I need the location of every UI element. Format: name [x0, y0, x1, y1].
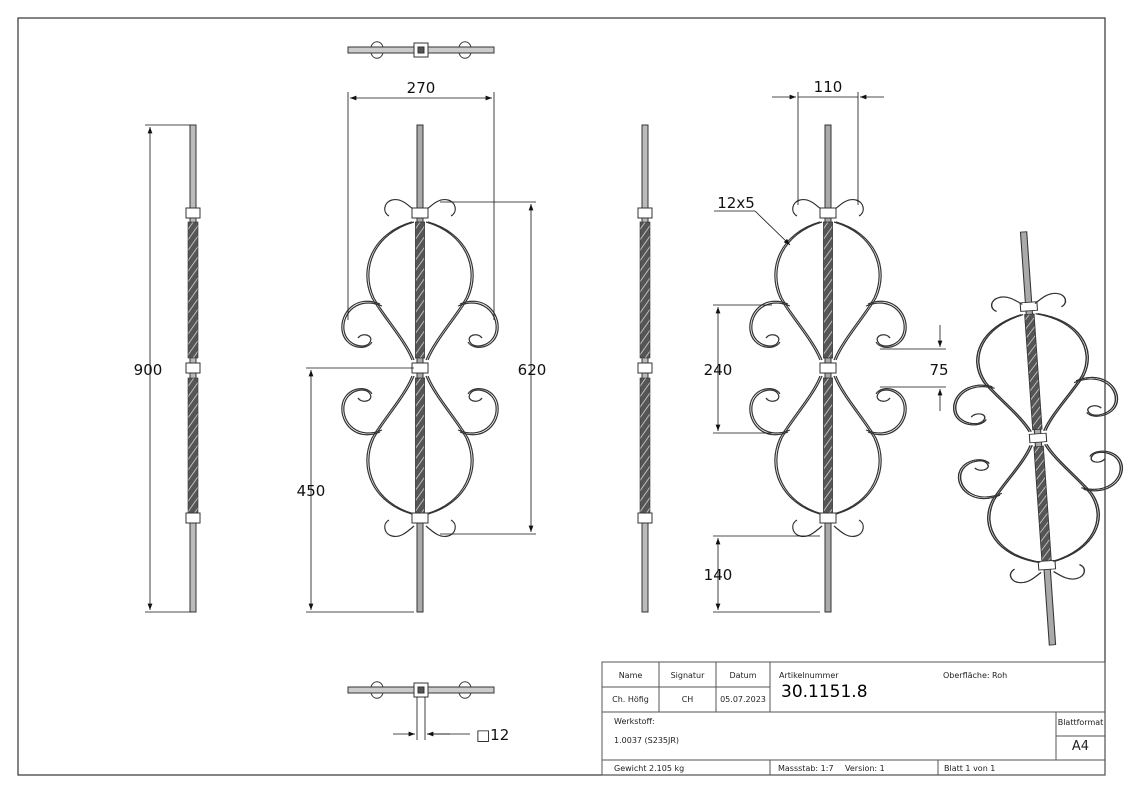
- drafter-signature: CH: [681, 695, 694, 704]
- dim-bottom-offset: 140: [704, 566, 733, 584]
- front-view-detail: [750, 125, 906, 612]
- dim-overall-height: 900: [134, 361, 163, 379]
- dim-lower-height: 450: [297, 482, 326, 500]
- dim-square-section: □12: [476, 726, 509, 744]
- dim-scroll-gap: 75: [929, 361, 948, 379]
- scale: Massstab: 1:7: [778, 764, 834, 773]
- material-label: Werkstoff:: [614, 717, 655, 726]
- weight: Gewicht 2.105 kg: [614, 764, 685, 773]
- side-view-left: [185, 124, 201, 613]
- title-block-grid: [601, 661, 1106, 776]
- drawing-frame: [17, 17, 1106, 776]
- dim-top-width: 110: [814, 78, 843, 96]
- front-view: [342, 125, 498, 612]
- dim-scroll-height: 620: [518, 361, 547, 379]
- drawing-date: 05.07.2023: [720, 695, 766, 704]
- side-view-right: [637, 124, 653, 613]
- isometric-view: [942, 226, 1123, 650]
- date-label: Datum: [729, 671, 757, 680]
- bottom-view: [347, 681, 495, 699]
- sheet-number: Blatt 1 von 1: [944, 764, 996, 773]
- format-value: A4: [1071, 739, 1090, 754]
- dim-scroll-span: 240: [704, 361, 733, 379]
- material-value: 1.0037 (S235JR): [614, 736, 680, 745]
- surface-value: Roh: [992, 671, 1008, 680]
- article-label: Artikelnummer: [779, 671, 839, 680]
- signature-label: Signatur: [670, 671, 705, 680]
- article-number: 30.1151.8: [781, 682, 868, 702]
- dim-width: 270: [407, 79, 436, 97]
- drafter-name: Ch. Höfig: [612, 695, 649, 704]
- dim-bar-profile: 12x5: [717, 194, 755, 212]
- version: Version: 1: [845, 764, 885, 773]
- surface-label: Oberfläche:: [943, 671, 990, 680]
- format-label: Blattformat: [1057, 718, 1104, 727]
- name-label: Name: [618, 671, 643, 680]
- top-view: [347, 41, 495, 59]
